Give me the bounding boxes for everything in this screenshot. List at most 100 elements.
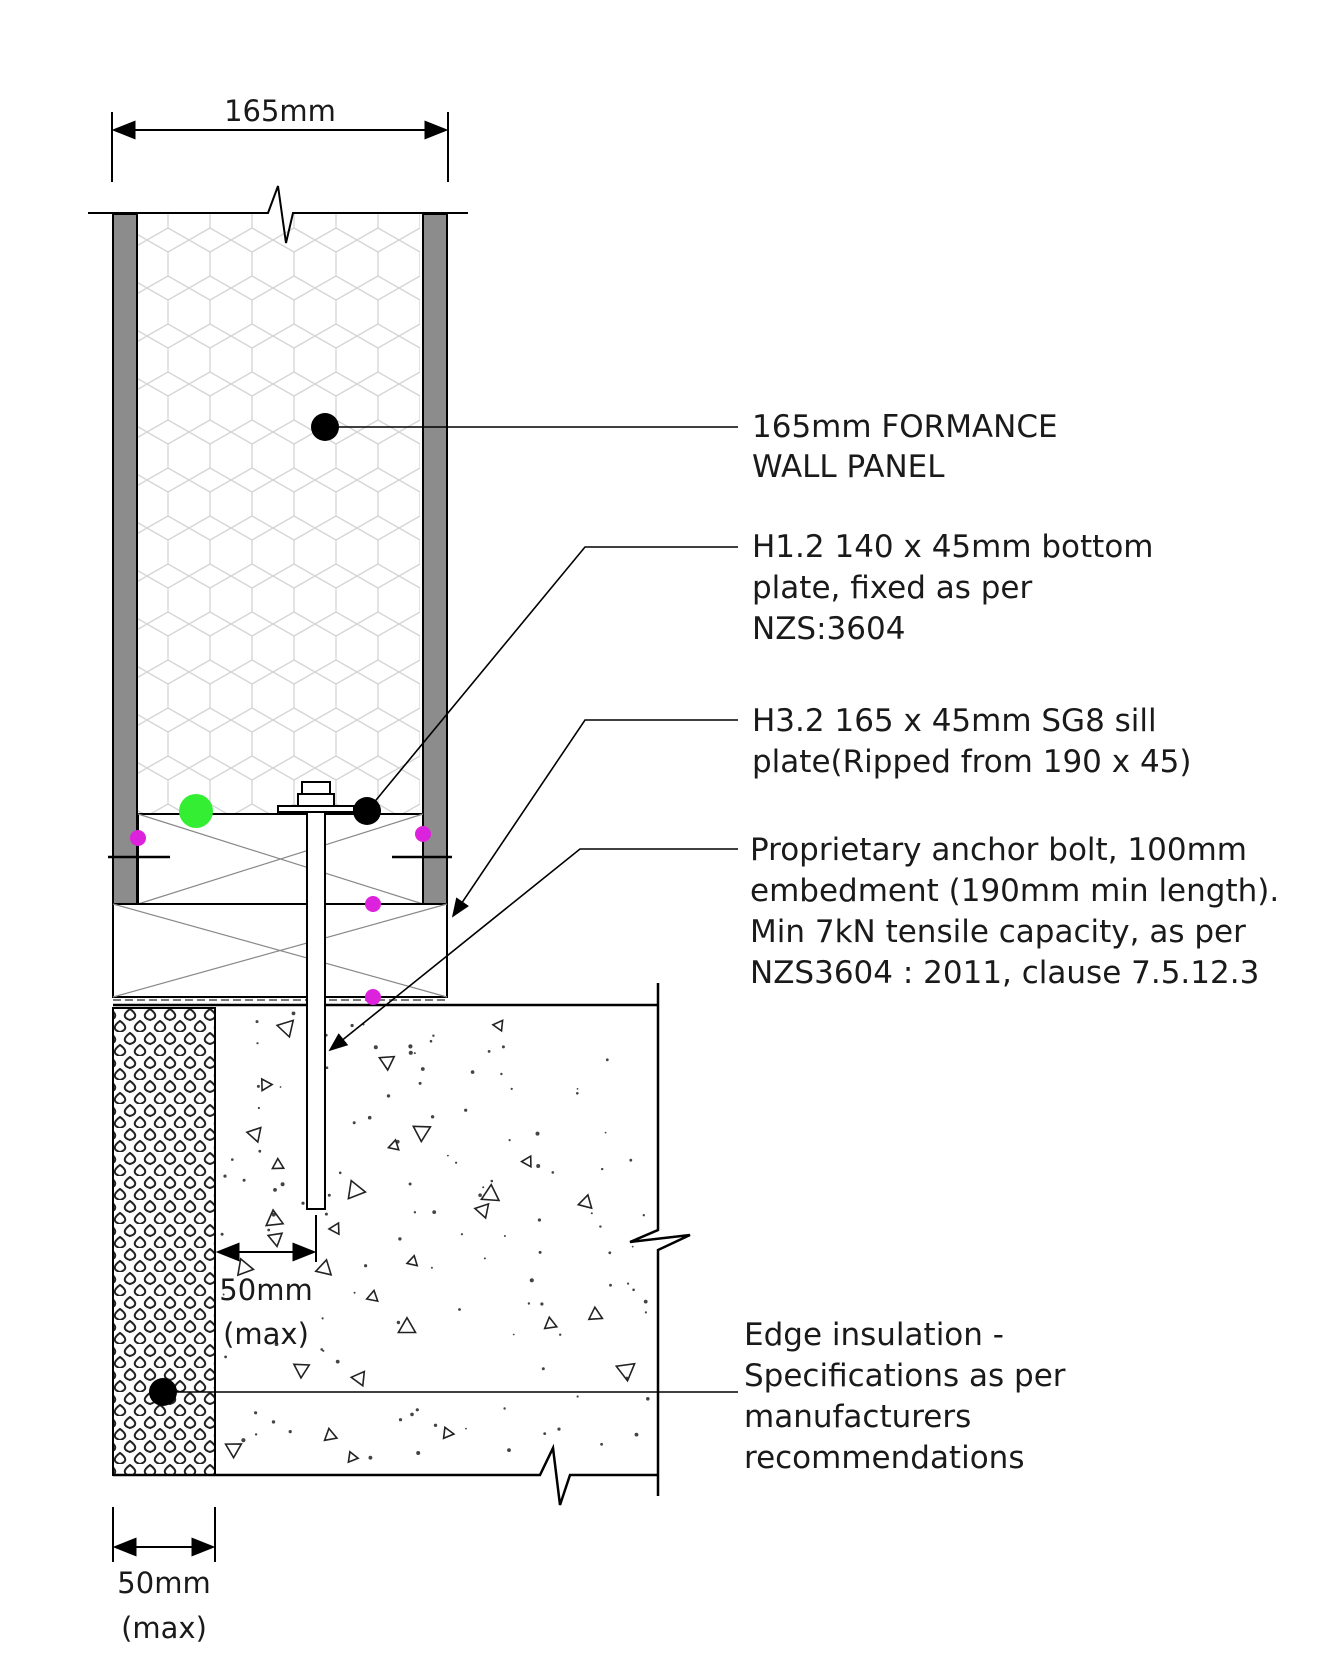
aggregate-stone: [347, 1179, 367, 1200]
aggregate-speck: [644, 1311, 648, 1314]
aggregate-speck: [537, 1218, 542, 1222]
aggregate-speck: [327, 1193, 331, 1197]
aggregate-speck: [599, 1225, 602, 1228]
aggregate-speck: [386, 1094, 391, 1098]
aggregate-speck: [500, 1072, 503, 1076]
aggregate-speck: [321, 1317, 324, 1320]
bolt-washer: [277, 805, 355, 813]
aggregate-speck: [643, 1299, 648, 1304]
aggregate-stone: [411, 1125, 432, 1144]
aggregate-speck: [535, 1131, 540, 1136]
aggregate-speck: [320, 1348, 324, 1351]
wall-panel-callout-line: 165mm FORMANCE: [752, 409, 1058, 445]
aggregate-speck: [543, 1432, 547, 1435]
magenta-marker: [130, 830, 146, 846]
sill-plate: [112, 903, 448, 1001]
aggregate-speck: [458, 1308, 461, 1311]
anchor-bolt-callout-line: embedment (190mm min length).: [750, 873, 1279, 909]
aggregate-speck: [430, 1266, 433, 1269]
aggregate-stone: [323, 1426, 339, 1442]
aggregate-speck: [352, 1121, 356, 1125]
aggregate-speck: [286, 1332, 290, 1337]
aggregate-speck: [432, 1210, 437, 1214]
aggregate-speck: [222, 1293, 225, 1296]
aggregate-speck: [447, 1154, 449, 1157]
aggregate-speck: [527, 1302, 531, 1305]
aggregate-speck: [629, 1158, 633, 1162]
aggregate-speck: [256, 1084, 260, 1088]
aggregate-speck: [254, 1411, 258, 1415]
aggregate-stone: [347, 1450, 360, 1464]
bottom-plate-leader-dot: [353, 797, 381, 825]
aggregate-speck: [604, 1131, 607, 1134]
aggregate-speck: [256, 1042, 259, 1045]
aggregate-speck: [396, 1320, 401, 1325]
aggregate-speck: [432, 1034, 435, 1037]
sill-plate-callout-line: H3.2 165 x 45mm SG8 sill: [752, 703, 1157, 739]
bottom-plate-callout: H1.2 140 x 45mm bottom plate, fixed as p…: [752, 529, 1163, 647]
formance-wall-panel: [88, 185, 468, 905]
aggregate-speck: [576, 1088, 579, 1090]
aggregate-stone: [365, 1288, 379, 1303]
anchor-bolt-leader: [328, 848, 738, 1052]
aggregate-speck: [373, 1045, 378, 1050]
aggregate-stone: [224, 1443, 243, 1460]
aggregate-speck: [501, 1045, 505, 1049]
aggregate-speck: [460, 1233, 463, 1236]
aggregate-speck: [464, 1108, 468, 1112]
aggregate-stone: [245, 1126, 262, 1144]
aggregate-speck: [490, 1179, 494, 1183]
aggregate-speck: [536, 1164, 541, 1168]
panel-inner-skin: [422, 213, 448, 905]
aggregate-speck: [267, 1228, 271, 1232]
wall-panel-callout: 165mm FORMANCE WALL PANEL: [752, 409, 1067, 485]
edge-insulation-leader-dot: [149, 1378, 177, 1406]
aggregate-speck: [220, 1232, 224, 1236]
aggregate-speck: [483, 1257, 486, 1260]
aggregate-speck: [576, 1395, 579, 1398]
aggregate-stone: [264, 1208, 285, 1227]
panel-core-hatch: [138, 214, 420, 814]
aggregate-speck: [364, 1264, 368, 1268]
aggregate-speck: [368, 1455, 373, 1460]
aggregate-speck: [605, 1058, 609, 1062]
aggregate-stone: [587, 1305, 604, 1321]
aggregate-stone: [491, 1019, 504, 1033]
sill-plate-leader: [451, 719, 738, 918]
aggregate-stone: [614, 1362, 636, 1383]
aggregate-stone: [576, 1193, 593, 1210]
aggregate-speck: [541, 1367, 545, 1371]
aggregate-speck: [413, 1052, 416, 1055]
aggregate-speck: [408, 1182, 412, 1186]
aggregate-speck: [257, 1106, 260, 1110]
aggregate-speck: [398, 1237, 402, 1241]
aggregate-speck: [258, 1149, 262, 1153]
aggregate-stone: [292, 1363, 311, 1380]
anchor-bolt: [277, 781, 355, 1210]
aggregate-speck: [559, 1333, 562, 1336]
aggregate-stone: [314, 1258, 333, 1276]
aggregate-stone: [266, 1232, 284, 1248]
aggregate-speck: [601, 1167, 604, 1171]
aggregate-speck: [418, 1081, 422, 1085]
aggregate-speck: [529, 1278, 534, 1283]
panel-width-label: 165mm: [224, 94, 336, 128]
concrete-slab: [113, 983, 691, 1506]
aggregate-stone: [473, 1202, 490, 1220]
bolt-edge-dim-line2: (max): [223, 1317, 309, 1351]
aggregate-speck: [398, 1418, 403, 1422]
aggregate-stone: [386, 1138, 400, 1151]
aggregate-speck: [646, 1397, 650, 1401]
bolt-edge-dimension: 50mm (max): [215, 1215, 317, 1351]
aggregate-speck: [512, 1333, 515, 1336]
aggregate-speck: [608, 1251, 612, 1255]
aggregate-speck: [551, 1171, 555, 1174]
slab-break-line: [629, 983, 691, 1496]
aggregate-speck: [254, 1433, 258, 1436]
insulation-thickness-dimension: 50mm (max): [112, 1507, 216, 1645]
aggregate-speck: [338, 1171, 342, 1175]
edge-insulation-callout-line: manufacturers: [744, 1399, 971, 1435]
aggregate-speck: [455, 1161, 458, 1164]
panel-break-line: [88, 185, 468, 244]
aggregate-speck: [538, 1250, 542, 1254]
